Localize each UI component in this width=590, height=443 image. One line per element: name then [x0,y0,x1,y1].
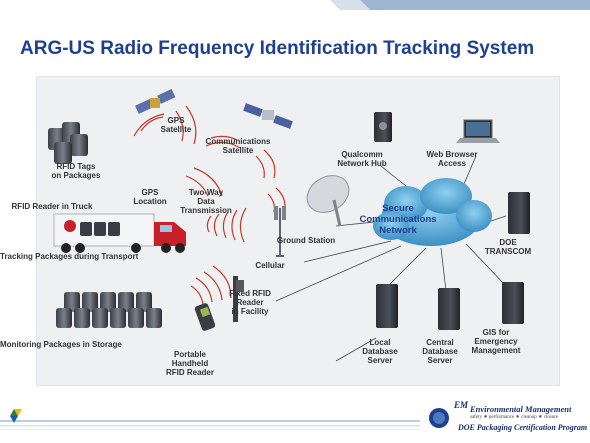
local-database-server-icon [376,284,398,328]
footer-program-name: DOE Packaging Certification Program [458,423,588,432]
rfid-system-diagram [48,88,530,362]
label-ground-station: Ground Station [276,236,336,245]
label-rfid-reader-truck: RFID Reader in Truck [11,202,93,211]
slide-title: ARG-US Radio Frequency Identification Tr… [20,38,535,59]
satellite-dish-icon [306,175,350,227]
central-database-server-icon [438,288,460,330]
handheld-rfid-reader-icon [194,303,216,331]
label-web-browser: Web Browser Access [426,150,478,168]
communications-satellite-icon [243,103,293,129]
gis-server-icon [502,282,524,324]
label-gps-location: GPS Location [133,188,167,206]
connection-lines [275,155,507,362]
signal-arcs [133,105,286,305]
storage-drums-icon [56,292,162,328]
label-communications-satellite: Communications Satellite [205,137,271,155]
top-stripe [330,0,590,10]
label-rfid-tags: RFID Tags on Packages [51,162,101,180]
label-secure-network: Secure Communications Network [359,203,437,236]
label-gps-satellite: GPS Satellite [160,116,192,134]
label-cellular: Cellular [255,261,285,270]
label-doe-transcom: DOE TRANSCOM [484,238,532,256]
footer-stripes [0,408,449,430]
doe-transcom-server-icon [508,192,530,234]
truck-icon [53,213,186,253]
footer-program-title: Environmental Management [470,404,572,414]
label-tracking-transport: Tracking Packages during Transport [0,252,139,261]
laptop-icon [456,119,500,143]
label-local-database: Local Database Server [362,338,398,365]
footer-em-mark: EM [454,400,469,410]
gps-satellite-icon [135,88,176,114]
secure-network-cloud-icon [373,178,492,246]
footer-tagline: safety ★ performance ★ cleanup ★ closure [470,415,559,420]
cellular-tower-icon [274,206,286,257]
label-fixed-rfid-reader: Fixed RFID Reader in Facility [229,289,271,316]
network-hub-server-icon [374,112,392,142]
rfid-tagged-drums-icon [48,122,88,164]
label-gis: GIS for Emergency Management [471,328,521,355]
label-qualcomm-hub: Qualcomm Network Hub [337,150,387,168]
label-two-way-data: Two-Way Data Transmission [180,188,232,215]
label-portable-reader: Portable Handheld RFID Reader [165,350,214,377]
fixed-rfid-reader-icon [233,276,244,322]
label-monitoring-storage: Monitoring Packages in Storage [0,340,122,349]
label-central-database: Central Database Server [422,338,458,365]
